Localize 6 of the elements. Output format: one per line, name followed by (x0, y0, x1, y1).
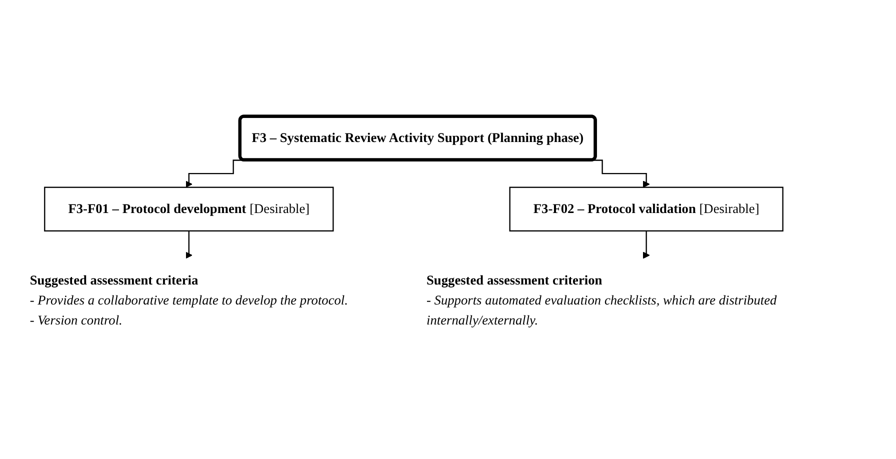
node-text: Suggested assessment criterion - Supports automated evaluation checklists, which are distributed internally/externally. (426, 272, 777, 328)
node-box: F3-F01 – Protocol development [Desirable] (44, 187, 334, 232)
arrow (642, 230, 650, 260)
node-box: F3-F02 – Protocol validation [Desirable] (509, 187, 784, 232)
arrow (185, 230, 192, 260)
node-text: Suggested assessment criteria - Provides a collaborative template to develop the protocol. - Version control. (30, 272, 348, 328)
